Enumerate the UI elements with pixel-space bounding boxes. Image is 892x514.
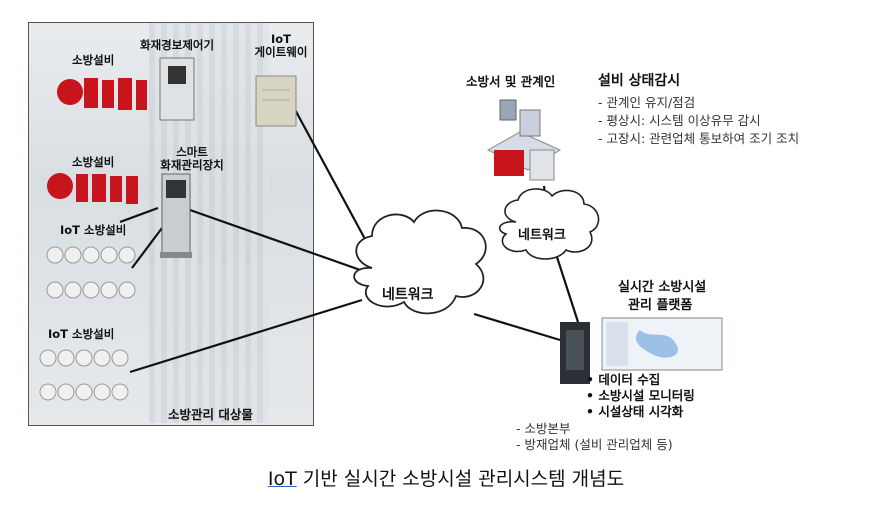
monitor-item-1: - 관계인 유지/점검 — [598, 95, 696, 110]
network-top-label: 네트워크 — [518, 228, 566, 243]
link-network-top-platform — [554, 253, 580, 323]
fire-equipment-row-2 — [47, 173, 138, 204]
link-network-platform — [473, 312, 561, 342]
platform-server-rack — [560, 322, 590, 384]
platform-bullet-visualization: • 시설상태 시각화 — [586, 404, 684, 419]
network-cloud-center — [353, 209, 487, 315]
iot-gateway-device — [255, 75, 297, 127]
network-cloud-top — [498, 188, 600, 260]
fire-alarm-controller-device — [159, 57, 195, 121]
link-iot1-smartdevice — [131, 227, 163, 269]
platform-title-line-2: 관리 플랫폼 — [628, 298, 693, 313]
label-fire-target-building: 소방관리 대상물 — [168, 407, 253, 422]
label-fire-equipment-2: 소방설비 — [72, 155, 115, 169]
label-iot-gateway: IoT 게이트웨이 — [254, 32, 308, 59]
label-fire-equipment-1: 소방설비 — [72, 53, 115, 67]
link-gateway-network — [291, 103, 373, 253]
label-equipment-status-monitoring: 설비 상태감시 — [598, 73, 681, 89]
iot-equipment-row-1 — [46, 246, 136, 299]
label-smart-fire-management-device: 스마트 화재관리장치 — [160, 145, 224, 172]
platform-dashboard-screen — [601, 317, 723, 371]
iot-equipment-row-2 — [39, 349, 129, 401]
fire-equipment-row-1 — [57, 78, 147, 110]
monitoring-center-illustration — [486, 99, 562, 181]
monitor-item-2: - 평상시: 시스템 이상유무 감시 — [598, 113, 761, 128]
monitor-item-3: - 고장시: 관련업체 통보하여 조기 조치 — [598, 131, 800, 146]
platform-title-line-1: 실시간 소방시설 — [618, 280, 707, 295]
caption-rest: 기반 실시간 소방시설 관리시스템 개념도 — [296, 468, 625, 490]
platform-bullet-data-collection: • 데이터 수집 — [586, 372, 661, 387]
platform-user-fire-hq: - 소방본부 — [516, 421, 571, 436]
network-center-label: 네트워크 — [382, 287, 434, 303]
label-fire-alarm-controller: 화재경보제어기 — [140, 38, 215, 52]
link-iot2-network — [129, 298, 363, 374]
label-fire-station-and-stakeholders: 소방서 및 관계인 — [466, 74, 556, 89]
label-iot-equipment-2: IoT 소방설비 — [48, 327, 115, 341]
label-iot-equipment-1: IoT 소방설비 — [60, 223, 127, 237]
link-smartdevice-network — [189, 208, 367, 274]
figure-caption: IoT 기반 실시간 소방시설 관리시스템 개념도 — [0, 464, 892, 491]
smart-fire-management-device — [160, 173, 192, 258]
platform-user-disaster-prevention: - 방재업체 (설비 관리업체 등) — [516, 437, 673, 452]
platform-bullet-monitoring: • 소방시설 모니터링 — [586, 388, 695, 403]
caption-prefix: IoT — [267, 468, 297, 490]
link-equipment2-smartdevice — [119, 206, 159, 224]
